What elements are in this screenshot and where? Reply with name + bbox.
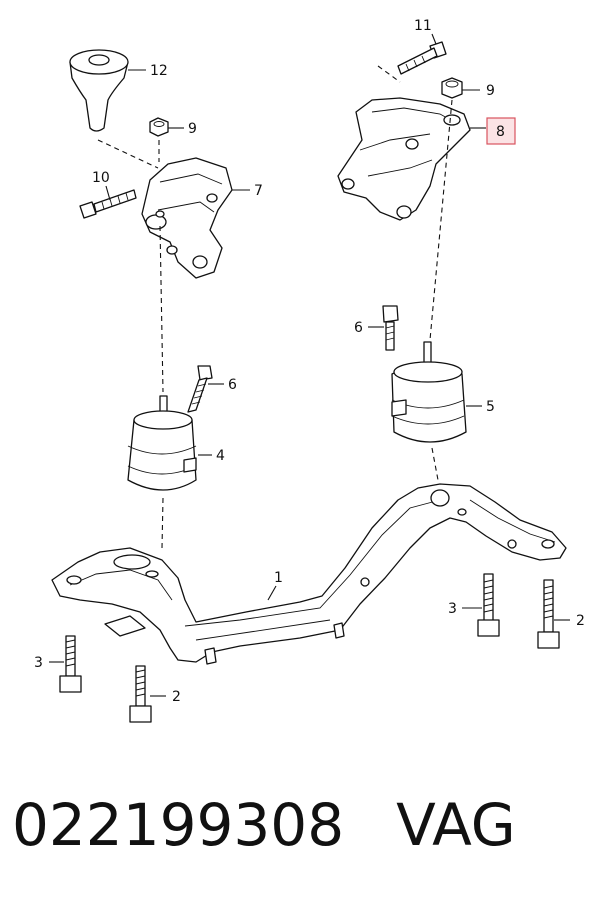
callout-6-right: 6 [354,320,363,336]
leader-lines [49,33,570,697]
part-number: 022199308 [12,791,345,859]
callout-8: 8 [496,124,505,140]
bracket-8 [337,97,471,221]
callout-3-right: 3 [448,601,457,617]
bolt-6-right [382,305,399,351]
part-caption: 022199308 VAG [12,785,592,865]
callout-6-left: 6 [228,377,237,393]
callout-9-left: 9 [188,121,197,137]
callout-12: 12 [150,63,168,79]
callout-2-right: 2 [576,613,585,629]
callout-5: 5 [486,399,495,415]
engine-mount-exploded-diagram: 12 9 10 7 6 4 11 9 8 6 5 1 3 2 3 2 [34,18,585,723]
bolt-3-right [477,573,500,637]
bolt-3-left [59,635,82,693]
engine-mount-4 [127,395,197,491]
callout-3-left: 3 [34,655,43,671]
callout-10: 10 [92,170,110,186]
bolt-11 [397,41,447,75]
callout-2-left: 2 [172,689,181,705]
callout-1: 1 [274,570,283,586]
subframe-crossmember [51,483,567,665]
brand-name: VAG [396,791,516,859]
nut-9-left [149,117,169,137]
bolt-2-left [129,665,152,723]
callout-9-right: 9 [486,83,495,99]
callout-11: 11 [414,18,432,34]
bolt-2-right [537,579,560,649]
nut-9-right [441,77,463,99]
highlight-box [486,117,516,145]
callout-4: 4 [216,448,225,464]
callout-8-highlight[interactable]: 8 [486,117,516,145]
bolt-6-left [187,365,213,413]
engine-mount-5 [391,341,467,443]
damper-12 [69,49,129,132]
bracket-7 [141,157,233,279]
callout-7: 7 [254,183,263,199]
bolt-10 [79,189,137,219]
assembly-lines [97,65,453,549]
